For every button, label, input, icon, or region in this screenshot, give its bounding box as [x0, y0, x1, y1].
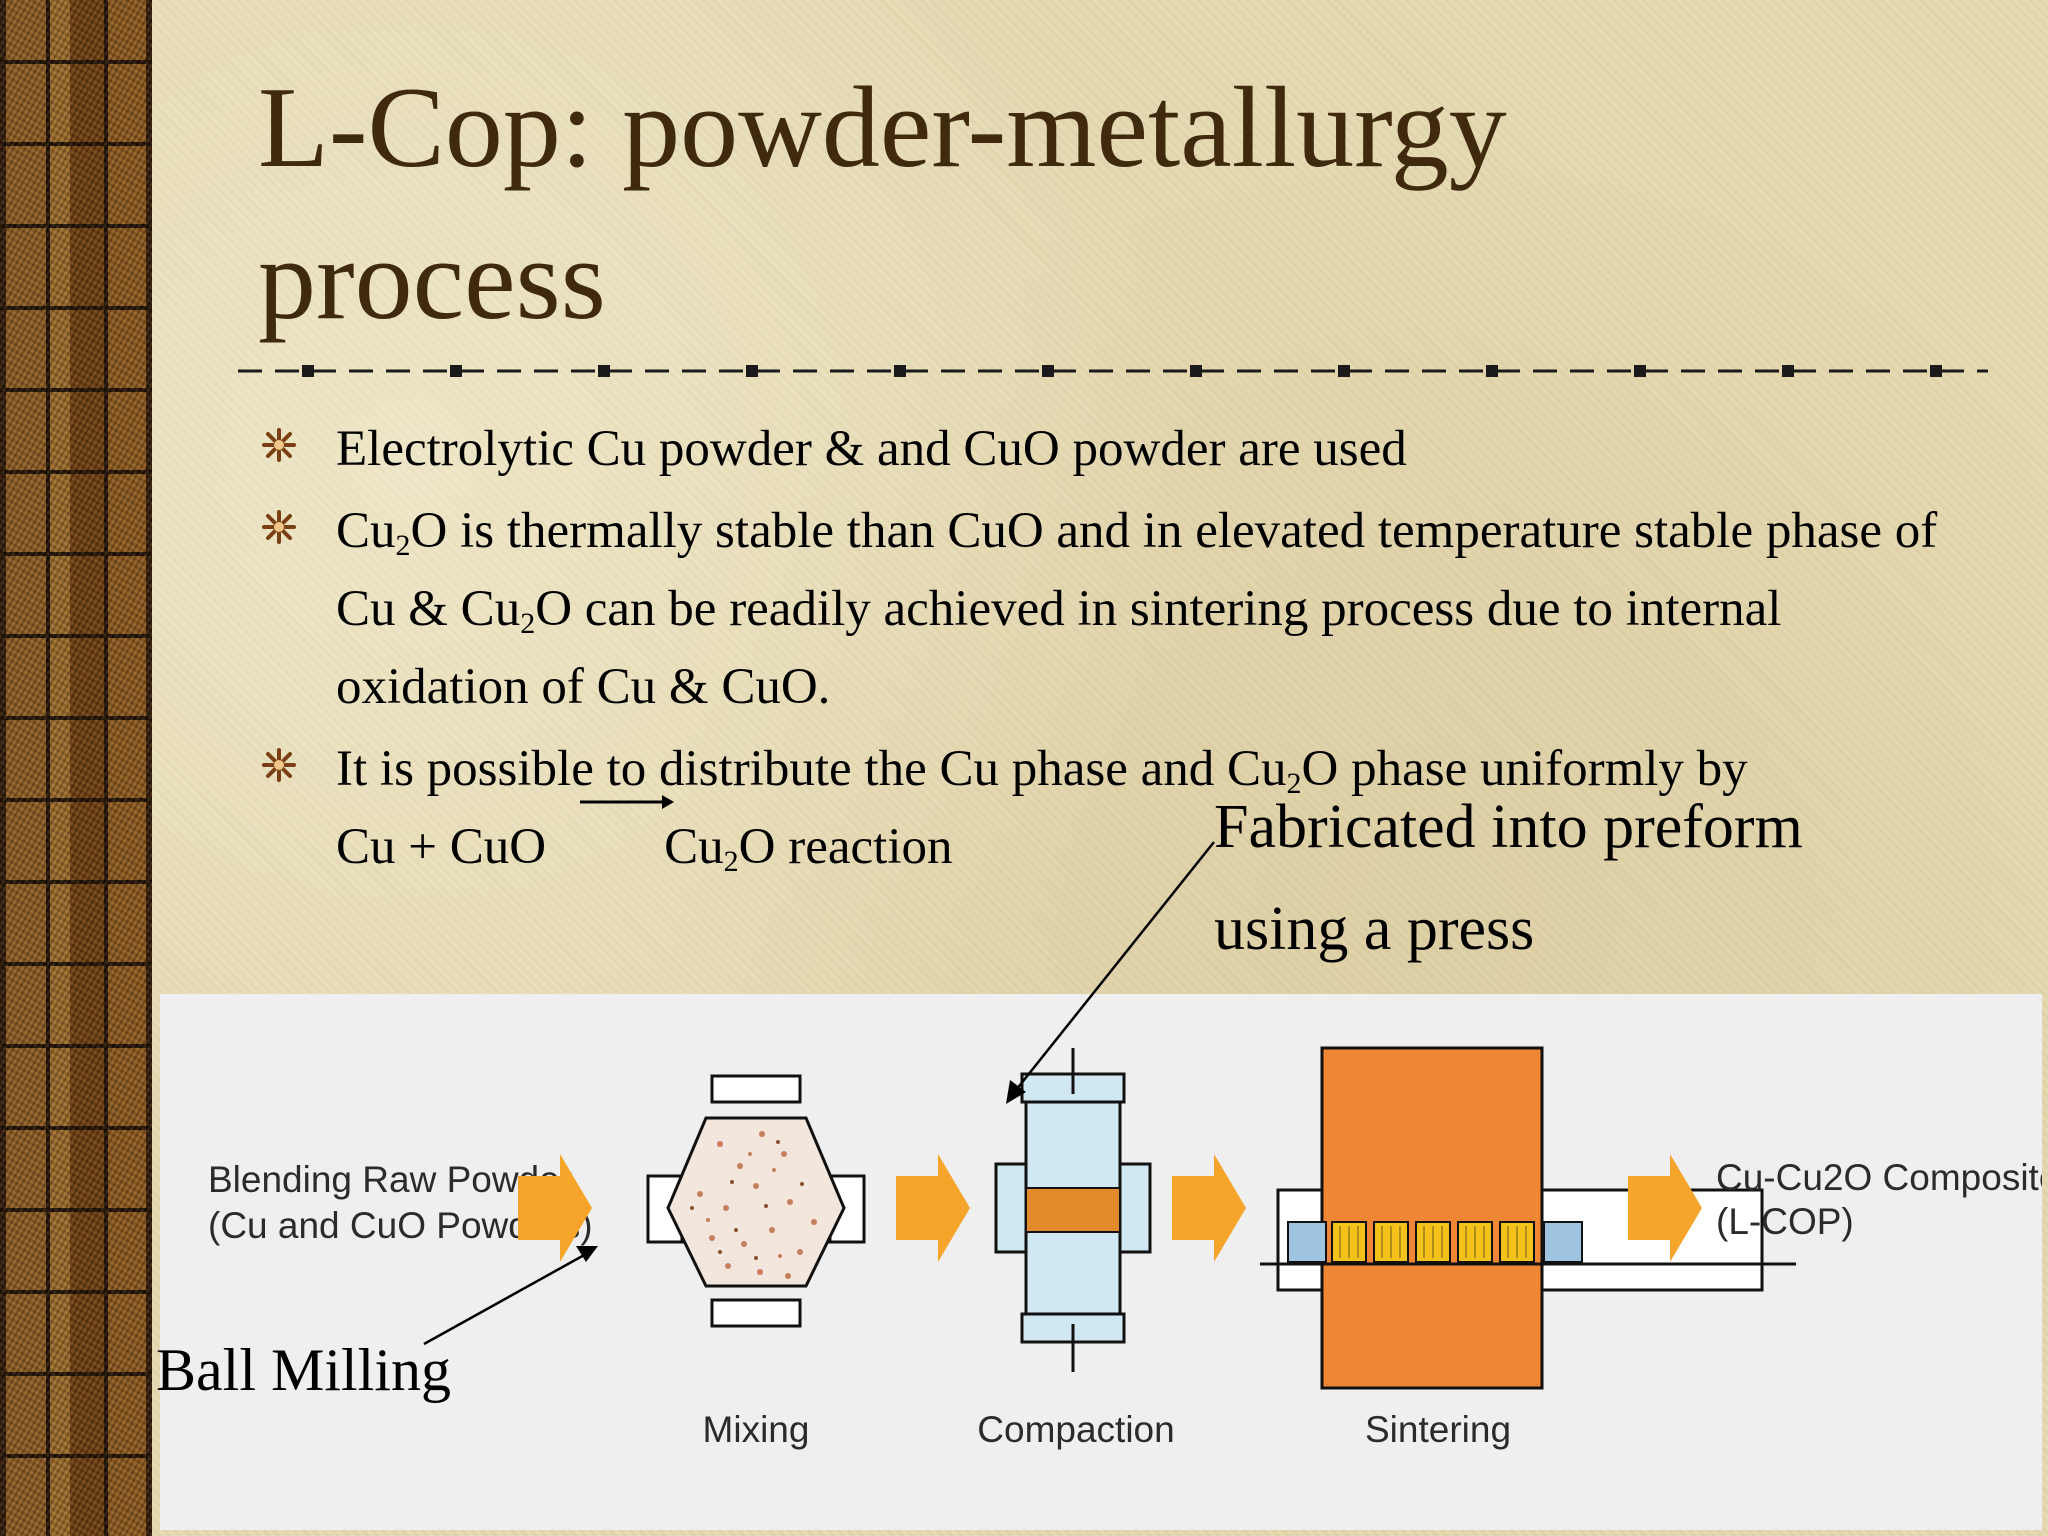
mixing-stage: [646, 1074, 866, 1328]
flow-arrow-icon: [1628, 1154, 1702, 1262]
bullet-item: It is possible to distribute the Cu phas…: [262, 730, 1962, 886]
star-bullet-icon: [262, 510, 296, 544]
stage-label-compaction: Compaction: [977, 1409, 1174, 1450]
star-bullet-icon: [262, 428, 296, 462]
bullet-item: Cu2O is thermally stable than CuO and in…: [262, 492, 1962, 726]
bullet-text: Cu2O is thermally stable than CuO and in…: [336, 503, 1938, 715]
reaction-left: Cu + CuO: [336, 819, 547, 875]
callout-ball-milling: Ball Milling: [156, 1337, 452, 1403]
callout-press-line1: Fabricated into preform: [1214, 793, 1803, 861]
bullet-item: Electrolytic Cu powder & and CuO powder …: [262, 410, 1962, 488]
stage-label-mixing: Mixing: [703, 1409, 810, 1450]
compaction-stage: [994, 1048, 1152, 1372]
stage-label-sintering: Sintering: [1365, 1409, 1511, 1450]
arrow-to-blending-icon: [423, 1246, 598, 1346]
title-divider: [238, 365, 1988, 377]
bullet-text: Electrolytic Cu powder & and CuO powder …: [336, 421, 1407, 477]
svg-text:Blending Raw Powder: Blending Raw Powder: [208, 1159, 572, 1200]
bullet-list: Electrolytic Cu powder & and CuO powder …: [262, 410, 1962, 890]
flow-arrow-icon: [896, 1154, 970, 1262]
sintering-stage: [1260, 1046, 1796, 1390]
svg-text:(L-COP): (L-COP): [1716, 1201, 1854, 1242]
bullet-text: It is possible to distribute the Cu phas…: [336, 741, 1748, 878]
output-label: Cu-Cu2O Composite (L-COP): [1716, 1157, 2048, 1242]
flow-arrow-icon: [1172, 1154, 1246, 1262]
process-diagram-panel: Blending Raw Powder (Cu and CuO Powders): [160, 994, 2048, 1530]
star-bullet-icon: [262, 748, 296, 782]
arrow-to-compaction-icon: [1006, 841, 1215, 1104]
flow-arrow-icon: [518, 1154, 592, 1262]
process-flow-diagram: Blending Raw Powder (Cu and CuO Powders): [208, 1046, 2048, 1450]
callout-press-line2: using a press: [1214, 895, 1535, 963]
decorative-wood-rail: [0, 0, 152, 1536]
slide-title: L-Cop: powder-metallurgy process: [258, 64, 1507, 344]
reaction-right: Cu2O reaction: [664, 819, 953, 878]
reaction-arrow-icon: [580, 795, 674, 809]
svg-text:Cu-Cu2O Composite: Cu-Cu2O Composite: [1716, 1157, 2042, 1198]
